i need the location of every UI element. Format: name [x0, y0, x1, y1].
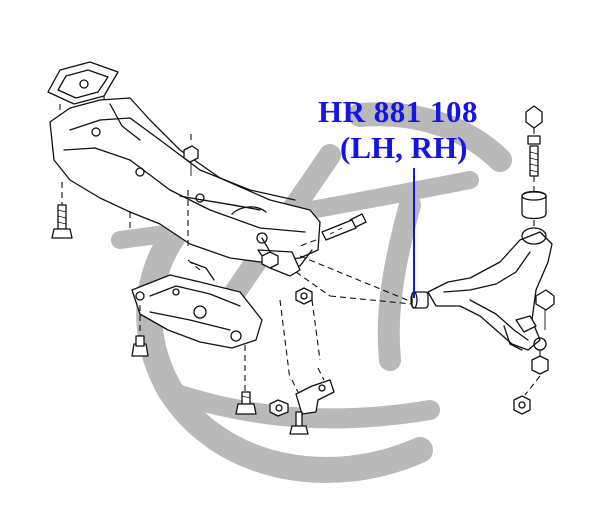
upper-mount-bracket [47, 61, 119, 120]
crossmember-lower-nut [261, 251, 279, 269]
part-number-label: HR 881 108 [318, 94, 478, 129]
plate-bolt-left [131, 335, 149, 357]
watermark-ring [136, 187, 433, 483]
lower-stiffener-plate [131, 259, 263, 392]
lower-arm-link-lines [279, 255, 413, 381]
watermark-ring-top [348, 102, 512, 172]
crossmember-left-bolt [51, 204, 73, 239]
lower-arm-ball-joint [535, 289, 555, 330]
rear-bushing [410, 291, 429, 309]
subframe-nut [295, 287, 313, 305]
stabilizer-bracket [291, 367, 335, 415]
front-crossmember [49, 97, 321, 277]
bracket-nut [269, 399, 289, 417]
crossmember-side-bolt [299, 213, 367, 247]
watermark-stroke-right [377, 194, 421, 371]
side-label: (LH, RH) [340, 130, 468, 165]
plate-bolt-right [235, 391, 257, 415]
lower-arm-washer [513, 395, 531, 415]
lower-arm-nut-bottom [524, 350, 549, 396]
crossmember-top-bolt [183, 130, 199, 176]
bracket-bolt [289, 411, 309, 435]
upper-stud-assembly [521, 105, 547, 228]
lower-control-arm [427, 227, 553, 351]
